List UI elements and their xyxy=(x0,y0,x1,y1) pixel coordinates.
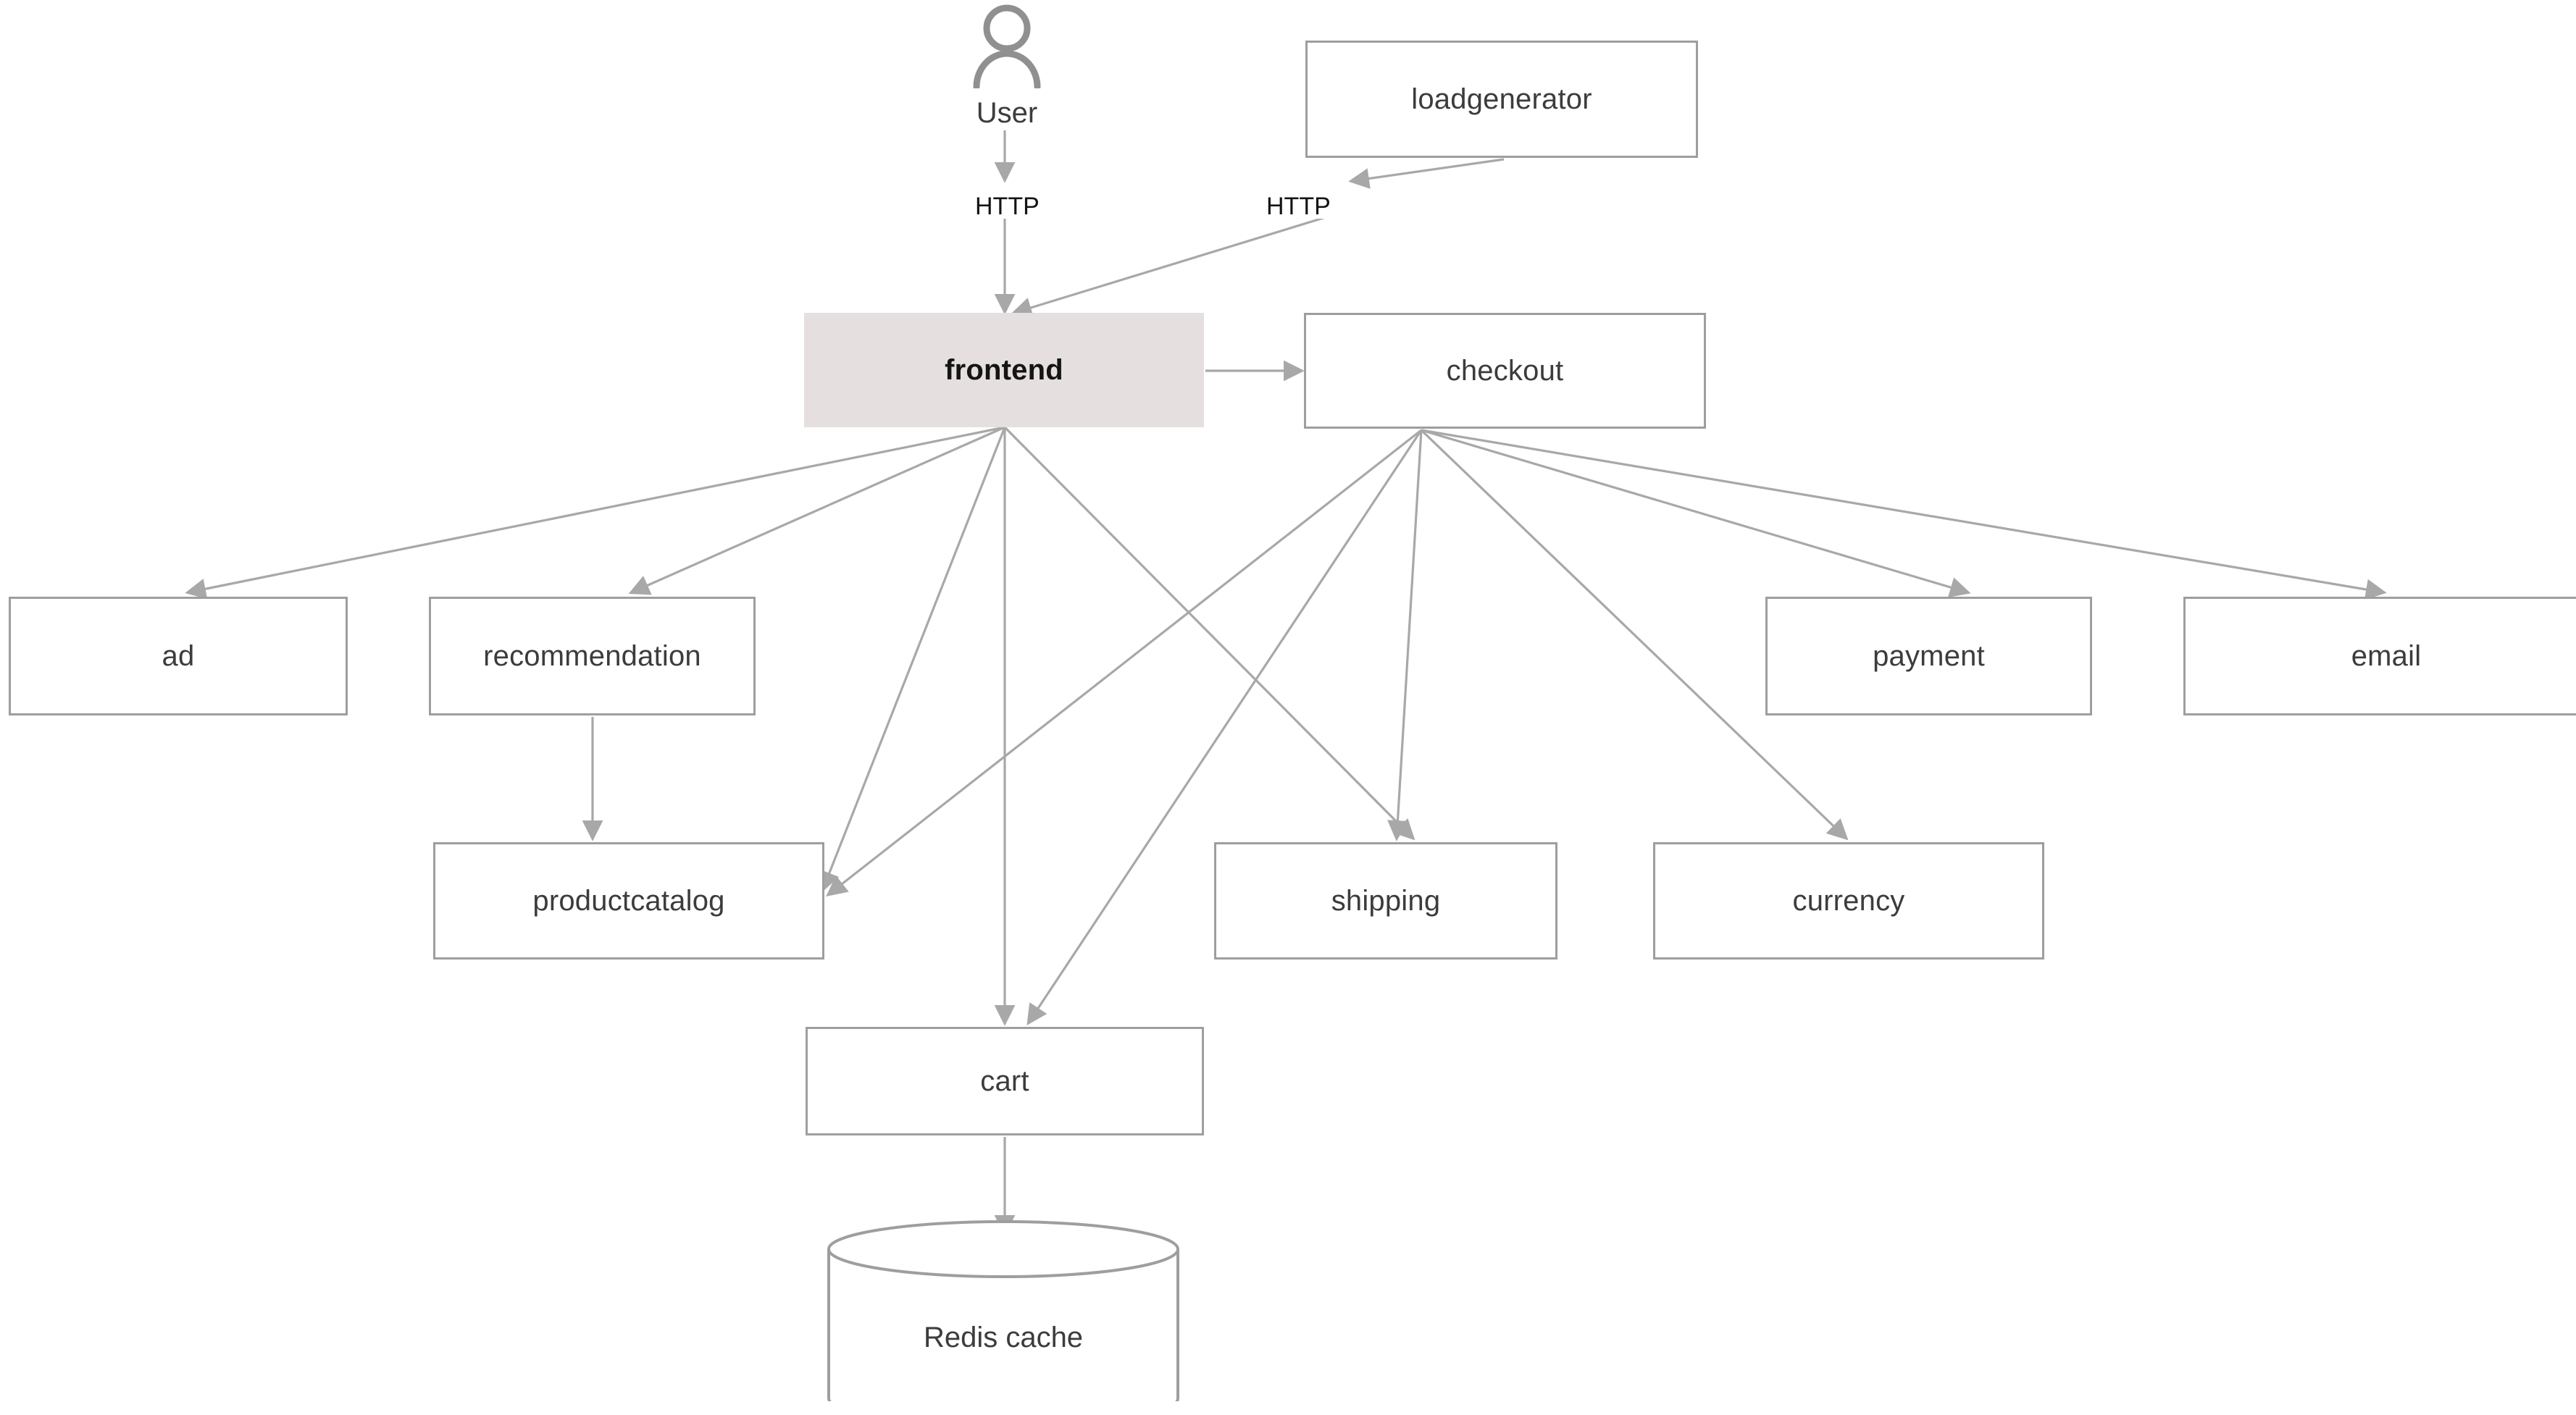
node-loadgenerator-label: loadgenerator xyxy=(1411,83,1592,115)
node-checkout[interactable]: checkout xyxy=(1304,313,1706,429)
node-checkout-label: checkout xyxy=(1446,355,1564,387)
cylinder-shape-icon xyxy=(827,1220,1179,1401)
edge-loadgen-frontend xyxy=(1348,158,1505,189)
node-productcatalog-label: productcatalog xyxy=(532,885,725,917)
node-currency-label: currency xyxy=(1792,885,1905,917)
node-currency[interactable]: currency xyxy=(1653,842,2044,960)
node-payment[interactable]: payment xyxy=(1765,597,2092,715)
node-payment-label: payment xyxy=(1873,640,1985,672)
node-shipping-label: shipping xyxy=(1331,885,1441,917)
user-person-icon xyxy=(973,4,1041,88)
actor-user: User xyxy=(963,3,1050,127)
edge-frontend-shipping xyxy=(1003,426,1415,841)
node-ad-label: ad xyxy=(162,640,195,672)
edge-label-user-http: HTTP xyxy=(971,194,1044,219)
edge-loadgen-frontend-2 xyxy=(1011,216,1326,318)
node-recommendation-label: recommendation xyxy=(483,640,701,672)
node-ad[interactable]: ad xyxy=(9,597,348,715)
node-productcatalog[interactable]: productcatalog xyxy=(433,842,824,960)
edge-checkout-shipping xyxy=(1387,429,1423,841)
edge-label-loadgenerator-http: HTTP xyxy=(1262,194,1335,219)
node-email-label: email xyxy=(2351,640,2422,672)
edge-frontend-recommendation xyxy=(628,426,1005,595)
node-cart[interactable]: cart xyxy=(806,1027,1204,1135)
edge-checkout-email xyxy=(1421,429,2387,600)
node-frontend[interactable]: frontend xyxy=(804,313,1204,427)
node-recommendation[interactable]: recommendation xyxy=(429,597,756,715)
datastore-redis-cache[interactable]: Redis cache xyxy=(826,1220,1181,1401)
node-cart-label: cart xyxy=(980,1065,1029,1097)
edge-checkout-productcatalog xyxy=(826,429,1422,897)
node-shipping[interactable]: shipping xyxy=(1214,842,1557,960)
node-loadgenerator[interactable]: loadgenerator xyxy=(1305,41,1698,158)
edge-checkout-payment xyxy=(1421,429,1971,597)
edge-frontend-ad xyxy=(185,426,1005,600)
datastore-redis-cache-label: Redis cache xyxy=(923,1322,1084,1353)
node-email[interactable]: email xyxy=(2183,597,2576,715)
actor-user-label: User xyxy=(976,97,1038,129)
edge-frontend-productcatalog xyxy=(819,427,1006,893)
node-frontend-label: frontend xyxy=(945,354,1063,386)
